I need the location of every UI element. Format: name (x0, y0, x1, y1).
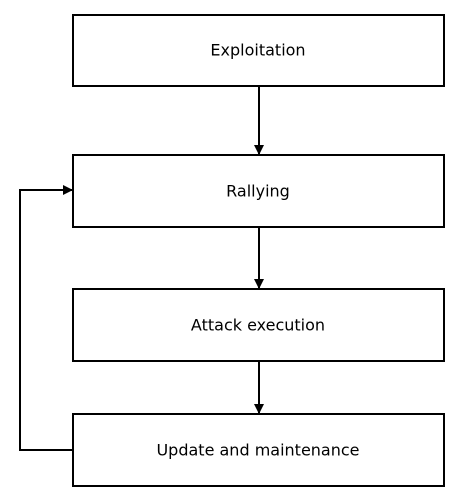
node-update-maintenance: Update and maintenance (72, 413, 445, 487)
node-update-maintenance-box (72, 413, 445, 487)
node-attack-execution: Attack execution (72, 288, 445, 362)
edge-update-maintenance-to-rallying (19, 185, 73, 451)
node-attack-execution-label: Attack execution (191, 316, 325, 335)
node-attack-execution-box (72, 288, 445, 362)
node-exploitation-box (72, 14, 445, 87)
node-exploitation-label: Exploitation (210, 41, 305, 60)
node-rallying-label: Rallying (226, 182, 290, 201)
node-exploitation: Exploitation (72, 14, 445, 87)
node-update-maintenance-label: Update and maintenance (156, 441, 359, 460)
node-rallying-box (72, 154, 445, 228)
node-rallying: Rallying (72, 154, 445, 228)
